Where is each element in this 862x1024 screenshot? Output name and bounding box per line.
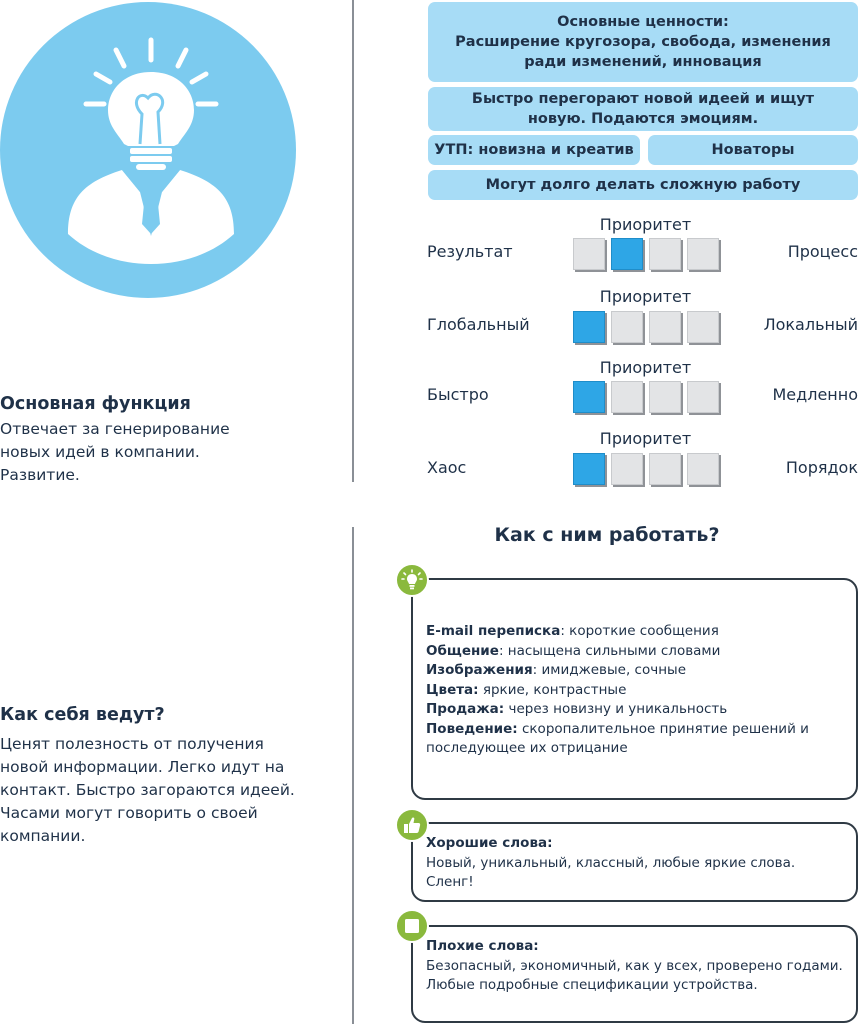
burnout-line: новую. Подаются эмоциям. bbox=[527, 111, 759, 127]
divider-bottom bbox=[352, 527, 354, 1024]
scale-square bbox=[611, 311, 643, 343]
item-label: Изображения bbox=[426, 662, 533, 678]
scale-left-label: Хаос bbox=[427, 458, 467, 477]
good-words-line: Новый, уникальный, классный, любые яркие… bbox=[426, 854, 796, 871]
good-words-body: Хорошие слова: Новый, уникальный, классн… bbox=[426, 834, 861, 893]
main-function-text: Отвечает за генерирование новых идей в к… bbox=[0, 418, 300, 487]
scale-square bbox=[649, 381, 681, 413]
scale-square-active bbox=[573, 453, 605, 485]
behavior-line: Часами могут говорить о своей bbox=[0, 804, 258, 822]
scale-square bbox=[611, 381, 643, 413]
item-sep: : bbox=[532, 662, 542, 678]
core-values-line: ради изменений, инновация bbox=[524, 54, 762, 70]
item-text: насыщена сильными словами bbox=[507, 642, 721, 659]
item-text: короткие сообщения bbox=[569, 623, 719, 639]
scale-square bbox=[649, 453, 681, 485]
scale-squares bbox=[573, 238, 725, 270]
item-label: Поведение: bbox=[426, 720, 518, 737]
priority-label: Приоритет bbox=[599, 287, 692, 306]
scale-right-label: Медленно bbox=[772, 385, 859, 404]
scale-square bbox=[687, 238, 719, 270]
item-text: последующее их отрицание bbox=[426, 740, 628, 756]
main-function-line: новых идей в компании. bbox=[0, 443, 200, 461]
scale-square bbox=[573, 238, 605, 270]
bad-words-line: Любые подробные спецификации устройства. bbox=[426, 977, 758, 993]
scale-square bbox=[611, 453, 643, 485]
bad-words-line: Безопасный, экономичный, как у всех, про… bbox=[426, 957, 843, 974]
item-label: Общение bbox=[426, 642, 499, 659]
behavior-line: компании. bbox=[0, 827, 86, 845]
behavior-line: контакт. Быстро загораются идеей. bbox=[0, 781, 295, 799]
scale-square bbox=[687, 453, 719, 485]
bad-words-body: Плохие слова: Безопасный, экономичный, к… bbox=[426, 937, 861, 996]
item-text: скоропалительное принятие решений и bbox=[521, 720, 809, 737]
behavior-title: Как себя ведут? bbox=[0, 705, 165, 725]
burnout-line: Быстро перегорают новой идеей и ищут bbox=[471, 91, 815, 107]
innovators-box: Новаторы bbox=[648, 135, 858, 165]
bad-words-title: Плохие слова: bbox=[426, 938, 539, 954]
item-sep: : bbox=[560, 623, 570, 639]
good-words-line: Сленг! bbox=[426, 874, 474, 890]
usp-box: УТП: новизна и креатив bbox=[428, 135, 640, 165]
thumbs-up-icon bbox=[395, 808, 429, 842]
scale-square bbox=[687, 311, 719, 343]
communication-item: последующее их отрицание bbox=[426, 739, 851, 759]
main-function-line: Отвечает за генерирование bbox=[0, 420, 230, 438]
communication-item: Цвета: яркие, контрастные bbox=[426, 681, 851, 701]
scale-left-label: Результат bbox=[427, 242, 513, 261]
good-words-title: Хорошие слова: bbox=[426, 835, 553, 851]
main-function-title: Основная функция bbox=[0, 394, 191, 414]
communication-card: E-mail переписка: короткие сообщения Общ… bbox=[411, 578, 858, 800]
scale-left-label: Быстро bbox=[427, 385, 489, 404]
communication-item: Поведение: скоропалительное принятие реш… bbox=[426, 720, 851, 740]
communication-item: Общение: насыщена сильными словами bbox=[426, 642, 851, 662]
square-icon bbox=[395, 909, 429, 943]
lightbulb-head-icon bbox=[0, 2, 296, 298]
priority-label: Приоритет bbox=[599, 358, 692, 377]
item-label: Цвета: bbox=[426, 681, 479, 698]
main-function-line: Развитие. bbox=[0, 466, 80, 484]
scale-squares bbox=[573, 311, 725, 343]
core-values-box: Основные ценности: Расширение кругозора,… bbox=[428, 2, 858, 82]
communication-item: Продажа: через новизну и уникальность bbox=[426, 700, 851, 720]
item-label: Продажа: bbox=[426, 701, 505, 717]
communication-item: E-mail переписка: короткие сообщения bbox=[426, 622, 851, 642]
scale-square bbox=[687, 381, 719, 413]
long-work-box: Могут долго делать сложную работу bbox=[428, 170, 858, 200]
priority-label: Приоритет bbox=[599, 215, 692, 234]
scale-right-label: Локальный bbox=[763, 315, 858, 334]
item-label: E-mail переписка bbox=[426, 623, 561, 639]
good-words-card: Хорошие слова: Новый, уникальный, классн… bbox=[411, 822, 858, 902]
item-sep: : bbox=[498, 642, 508, 659]
communication-item: Изображения: имиджевые, сочные bbox=[426, 661, 851, 681]
priority-label: Приоритет bbox=[599, 429, 692, 448]
scale-squares bbox=[573, 381, 725, 413]
how-to-work-title: Как с ним работать? bbox=[494, 524, 720, 546]
burnout-box: Быстро перегорают новой идеей и ищут нов… bbox=[428, 87, 858, 131]
scale-square-active bbox=[611, 238, 643, 270]
scale-square bbox=[649, 311, 681, 343]
item-text: через новизну и уникальность bbox=[508, 701, 728, 717]
item-text: имиджевые, сочные bbox=[541, 662, 687, 678]
communication-list: E-mail переписка: короткие сообщения Общ… bbox=[426, 622, 851, 759]
item-text: яркие, контрастные bbox=[482, 681, 627, 698]
behavior-line: Ценят полезность от получения bbox=[0, 735, 264, 753]
behavior-line: новой информации. Легко идут на bbox=[0, 758, 285, 776]
core-values-line: Расширение кругозора, свобода, изменения bbox=[455, 34, 831, 50]
bad-words-card: Плохие слова: Безопасный, экономичный, к… bbox=[411, 925, 858, 1023]
scale-right-label: Процесс bbox=[787, 242, 858, 261]
scale-square bbox=[649, 238, 681, 270]
scale-right-label: Порядок bbox=[785, 458, 858, 477]
behavior-text: Ценят полезность от получения новой инфо… bbox=[0, 733, 330, 848]
lightbulb-icon bbox=[395, 563, 429, 597]
divider-top bbox=[352, 0, 354, 482]
core-values-line: Основные ценности: bbox=[557, 14, 729, 30]
scale-square-active bbox=[573, 311, 605, 343]
scale-squares bbox=[573, 453, 725, 485]
scale-left-label: Глобальный bbox=[427, 315, 530, 334]
scale-square-active bbox=[573, 381, 605, 413]
